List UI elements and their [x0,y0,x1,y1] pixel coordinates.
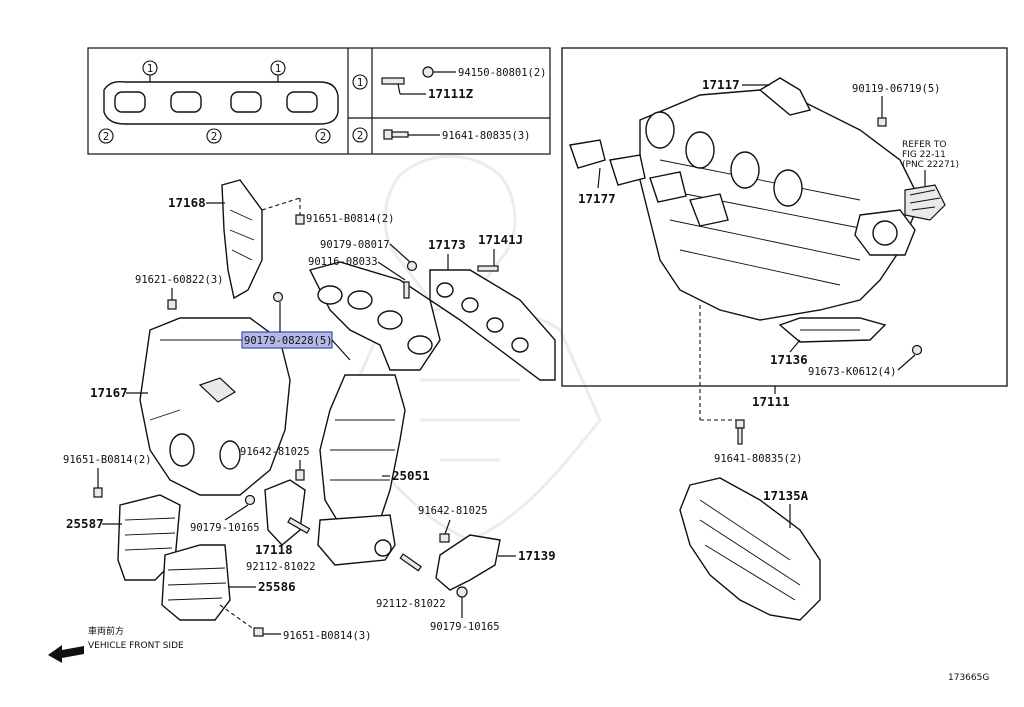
part-label[interactable]: 91641-80835(3) [442,130,531,142]
svg-text:車両前方: 車両前方 [88,625,124,637]
part-label[interactable]: 91641-80835(2) [714,453,803,465]
figure-id: 173665G [948,673,989,683]
part-label[interactable]: 17118 [255,542,293,557]
nut-icon [272,291,284,303]
bolt-icon [93,487,103,498]
callout-2-circle: 2 [315,128,331,144]
legend-row-2: 2 91641-80835(3) [352,127,531,143]
svg-text:1: 1 [147,63,153,75]
part-label[interactable]: 92112-81022 [376,598,446,610]
part-label[interactable]: 17111 [752,394,790,409]
part-label[interactable]: 17139 [518,548,556,563]
part-label[interactable]: 91673-K0612(4) [808,366,897,378]
part-label[interactable]: 90179-10165 [430,621,500,633]
svg-text:VEHICLE FRONT SIDE: VEHICLE FRONT SIDE [88,641,184,651]
nut-icon [244,494,256,506]
svg-text:2: 2 [320,131,326,143]
part-label[interactable]: 94150-80801(2) [458,67,547,79]
part-label[interactable]: 92112-81022 [246,561,316,573]
part-label[interactable]: 90116-08033 [308,256,378,268]
nut-icon [422,66,434,78]
reference-note: (PNC 22271) [902,160,959,170]
part-label[interactable]: 17117 [702,77,740,92]
arrow-left-icon [48,645,84,663]
exhaust-manifold-drawing [308,261,441,566]
part-label[interactable]: 17173 [428,237,466,252]
bracket-17139-drawing [435,534,501,591]
part-label[interactable]: 25586 [258,579,296,594]
bracket-17118-drawing [264,479,306,546]
part-label[interactable]: 17167 [90,385,128,400]
part-label[interactable]: 91642-81025 [240,446,310,458]
stud-icon [403,281,410,299]
part-label[interactable]: 17177 [578,191,616,206]
intake-manifold-box: 17117 90119-06719(5) REFER TO FIG 22-11 … [561,47,1008,387]
callout-1-circle: 1 [270,60,286,82]
part-label[interactable]: 25051 [392,468,430,483]
part-label[interactable]: 90119-06719(5) [852,83,941,95]
part-label[interactable]: 90179-08228(5) [244,335,333,347]
nut-icon [911,344,923,356]
part-label[interactable]: 91651-B0814(2) [63,454,152,466]
part-label[interactable]: 90179-08017 [320,239,390,251]
heat-shield-17167-drawing [139,317,291,496]
stud-icon [287,516,311,534]
nut-icon [406,260,418,272]
highlighted-part-90179-08228[interactable]: 90179-08228(5) [241,331,333,349]
svg-text:2: 2 [103,131,109,143]
part-label[interactable]: 17136 [770,352,808,367]
part-label[interactable]: 91651-B0814(3) [283,630,372,642]
part-label[interactable]: 91621-60822(3) [135,274,224,286]
bolt-icon [295,214,305,225]
svg-text:2: 2 [357,130,363,142]
svg-text:2: 2 [211,131,217,143]
heat-insulator-17168-drawing [221,179,263,300]
intake-bracket-drawing [778,317,887,343]
part-label[interactable]: 90179-10165 [190,522,260,534]
part-label[interactable]: 91642-81025 [418,505,488,517]
stud-icon [477,265,499,272]
part-label[interactable]: 17168 [168,195,206,210]
exhaust-gasket-17173-drawing [429,269,556,381]
gasket-outline [103,80,339,125]
callout-2-circle: 2 [206,128,222,144]
heat-shield-17135a-drawing [679,477,821,621]
part-label[interactable]: 25587 [66,516,104,531]
part-label[interactable]: 17141J [478,232,523,247]
nut-icon [456,586,468,598]
stud-icon [399,553,422,572]
stud-icon [381,77,405,85]
gasket-legend-box: 1 1 2 2 2 1 [87,47,551,155]
bolt-icon [295,469,305,481]
bolt-icon [167,299,177,310]
svg-text:1: 1 [357,77,363,89]
bolt-icon [439,533,450,543]
reference-note: FIG 22-11 [902,150,946,160]
legend-row-1: 1 94150-80801(2) 17111Z [352,66,547,101]
bolt-icon [735,419,745,445]
part-label[interactable]: 17111Z [428,86,474,101]
callout-2-circle: 2 [98,128,114,144]
insulator-25586-drawing [161,544,231,621]
reference-note: REFER TO [902,140,947,150]
intake-manifold-drawing [639,77,946,321]
bolt-icon [253,627,264,637]
intake-gasket-drawing [569,139,729,227]
svg-text:1: 1 [275,63,281,75]
part-label[interactable]: 17135A [763,488,809,503]
bolt-icon [383,129,409,140]
callout-1-circle: 1 [142,60,158,82]
part-label[interactable]: 91651-B0814(2) [306,213,395,225]
bolt-icon [877,117,887,127]
vehicle-front-indicator: 車両前方 VEHICLE FRONT SIDE [48,625,184,663]
